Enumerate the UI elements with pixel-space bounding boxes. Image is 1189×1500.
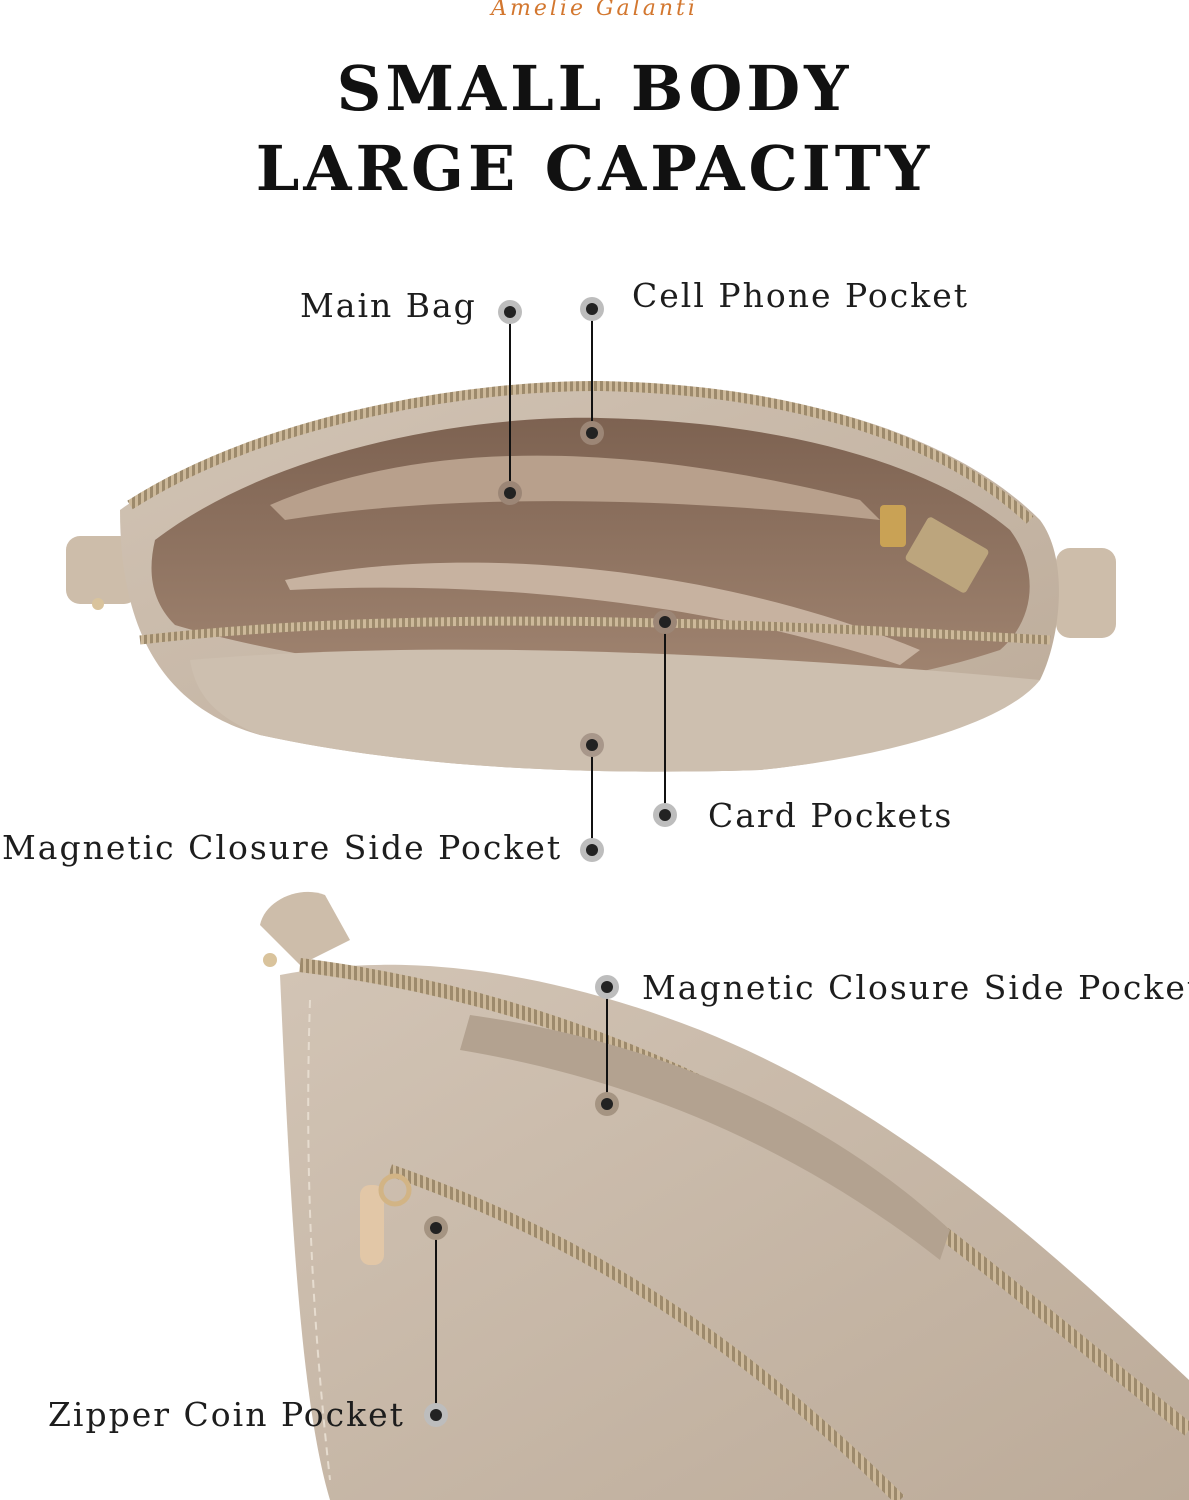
dot-magnetic-bottom-b	[595, 1092, 619, 1116]
dot-magnetic-bottom-a	[595, 975, 619, 999]
dot-main-bag-top	[498, 300, 522, 324]
dot-card-top	[653, 610, 677, 634]
dot-coin-b	[424, 1403, 448, 1427]
label-card-pockets: Card Pockets	[708, 796, 954, 835]
bag-interior-photo	[66, 380, 1116, 772]
label-main-bag: Main Bag	[300, 286, 477, 325]
label-zipper-coin-pocket: Zipper Coin Pocket	[48, 1395, 405, 1434]
dot-card-bottom	[653, 803, 677, 827]
dot-coin-a	[424, 1216, 448, 1240]
callout-dots	[424, 297, 677, 1427]
label-cell-phone-pocket: Cell Phone Pocket	[632, 276, 969, 315]
headline-line-2: LARGE CAPACITY	[255, 132, 934, 205]
label-magnetic-closure-bottom: Magnetic Closure Side Pocket	[642, 968, 1189, 1007]
dot-magnetic-top-b	[580, 838, 604, 862]
dot-main-bag-bottom	[498, 481, 522, 505]
label-magnetic-closure-top: Magnetic Closure Side Pocket	[2, 828, 563, 867]
dot-cell-top	[580, 297, 604, 321]
brand-logo: Amelie Galanti	[491, 0, 698, 21]
bag-front-photo	[260, 891, 1189, 1500]
dot-magnetic-top-a	[580, 733, 604, 757]
dot-cell-bottom	[580, 421, 604, 445]
headline-line-1: SMALL BODY	[336, 52, 853, 125]
callout-markers	[435, 309, 666, 1415]
